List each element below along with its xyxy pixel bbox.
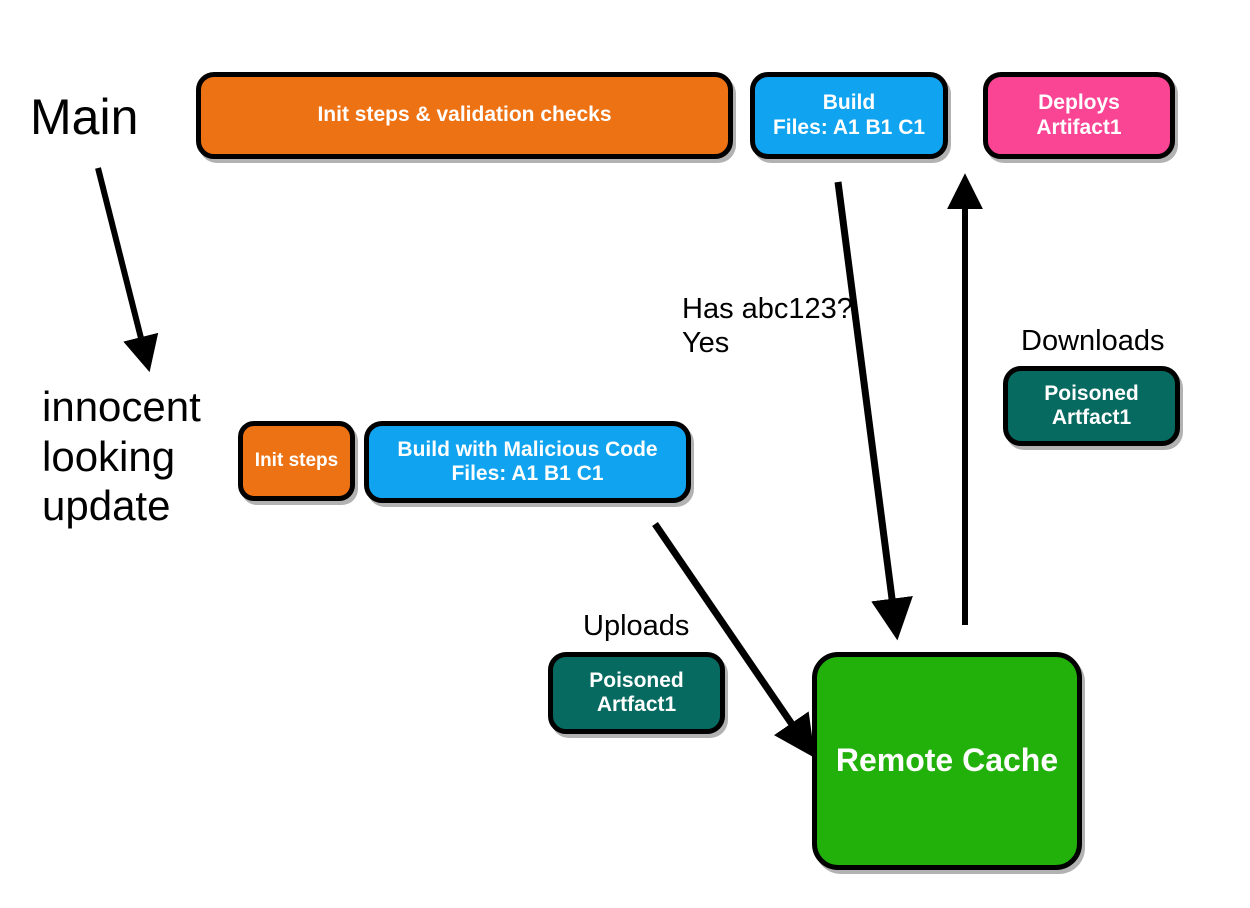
node-poisoned-artifact-download[interactable]: Poisoned Artfact1 [1003, 366, 1180, 446]
node-poisoned-artifact-upload[interactable]: Poisoned Artfact1 [548, 652, 725, 734]
downloads-label: Downloads [1021, 325, 1165, 357]
node-build-with-malicious-code[interactable]: Build with Malicious Code Files: A1 B1 C… [364, 421, 691, 503]
main-branch-label: Main [30, 89, 139, 145]
node-deploys-artifact1[interactable]: Deploys Artifact1 [983, 72, 1175, 159]
arrow-build-to-cache [834, 181, 913, 641]
innocent-update-label: innocent looking update [42, 383, 201, 530]
cache-lookup-label: Has abc123? Yes [682, 293, 853, 360]
arrow-main-to-branch [95, 167, 159, 373]
node-build-main[interactable]: Build Files: A1 B1 C1 [750, 72, 948, 159]
node-remote-cache[interactable]: Remote Cache [812, 652, 1082, 870]
uploads-label: Uploads [583, 610, 690, 642]
node-init-steps[interactable]: Init steps [238, 421, 355, 501]
node-init-steps-and-validation-checks[interactable]: Init steps & validation checks [196, 72, 733, 159]
